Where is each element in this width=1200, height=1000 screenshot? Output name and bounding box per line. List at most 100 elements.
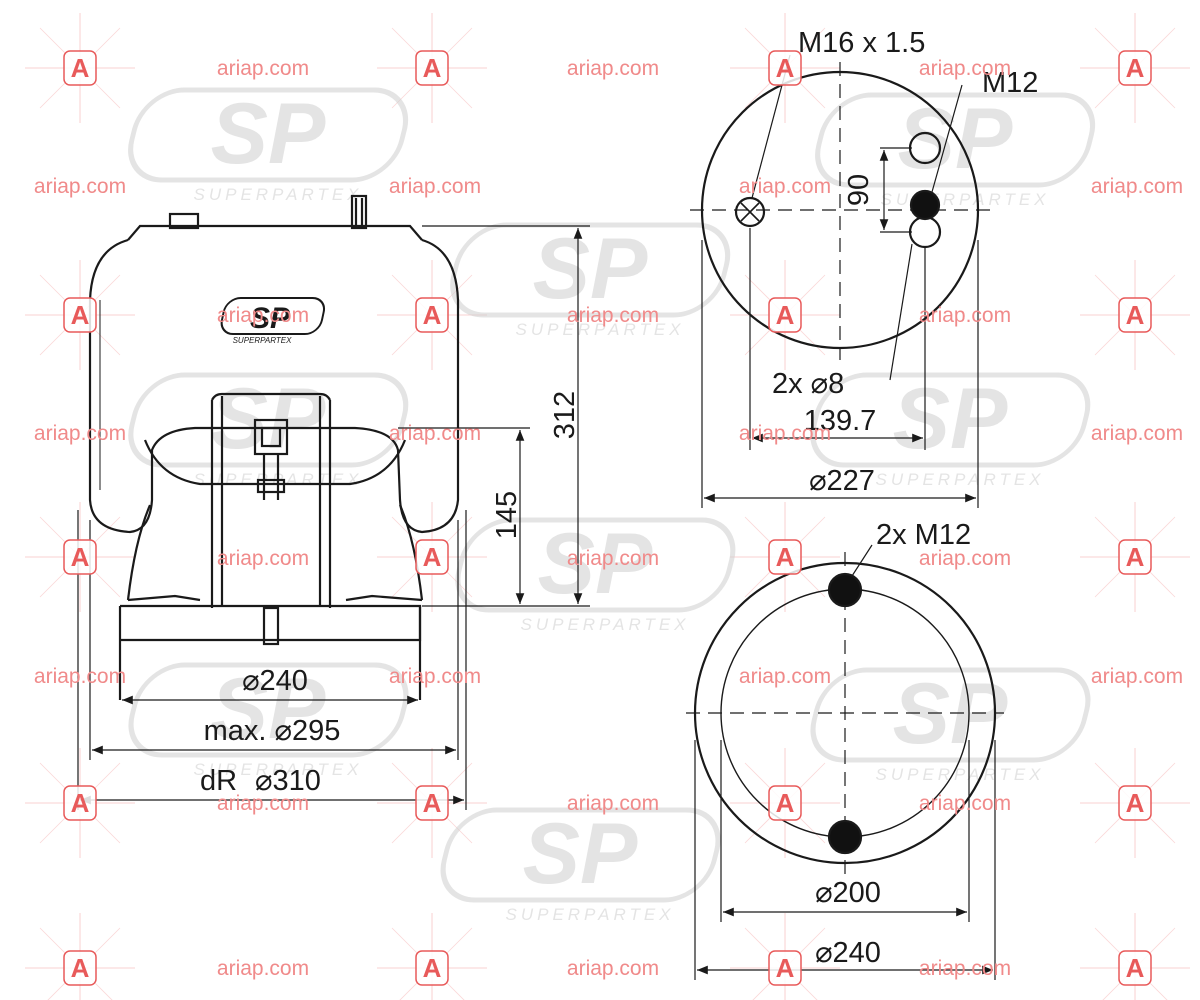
watermark-badge-letter: A (71, 53, 90, 83)
spacing-label: 90 (843, 174, 875, 206)
watermark-badge-letter: A (423, 788, 442, 818)
top-view-dimensions (701, 54, 979, 508)
watermark-badge-letter: A (71, 953, 90, 983)
watermark-text: ariap.com (217, 792, 309, 815)
watermark-text: ariap.com (739, 175, 831, 198)
watermark-badge-icon (1118, 539, 1152, 575)
watermark-badge-letter: A (1126, 53, 1145, 83)
piston (210, 392, 332, 608)
watermark-badge-letter: A (776, 542, 795, 572)
bellows-inner (143, 439, 407, 486)
watermark-badge-letter: A (1126, 788, 1145, 818)
product-logo: SP SUPERPARTEX (220, 297, 326, 345)
m12-hole (909, 189, 941, 221)
watermark-badge-icon (415, 950, 449, 986)
roll-diameter-label: ⌀310 (255, 765, 321, 797)
watermark-badge-icon (1118, 50, 1152, 86)
sp-logo-mark: SP (533, 221, 648, 317)
watermark-badge-icon (63, 297, 97, 333)
watermark-text: ariap.com (919, 957, 1011, 980)
watermark-badge-icon (768, 785, 802, 821)
watermark-text: ariap.com (34, 665, 126, 688)
watermark-badge-letter: A (1126, 953, 1145, 983)
bottom-diameter-label: ⌀240 (815, 937, 881, 969)
top-stud-left (168, 212, 200, 230)
watermark-badge-letter: A (423, 300, 442, 330)
sp-logo-subtitle: SUPERPARTEX (875, 765, 1044, 784)
sp-logo-subtitle: SUPERPARTEX (193, 185, 362, 204)
bottom-view-labels: 2x M12 ⌀200 ⌀240 (815, 519, 971, 969)
top-view (690, 62, 992, 360)
base-plate (120, 604, 422, 642)
bolt-circle-label: ⌀200 (815, 877, 881, 909)
bottom-bolt-upper (827, 572, 863, 608)
watermark-text: ariap.com (567, 304, 659, 327)
watermark-badge-icon (415, 785, 449, 821)
watermark-text: ariap.com (217, 57, 309, 80)
watermark-text: ariap.com (919, 547, 1011, 570)
pin-hole-lower (908, 215, 942, 249)
bottom-stud (262, 606, 280, 646)
offset-label: 139.7 (804, 405, 877, 437)
sp-logo-subtitle: SUPERPARTEX (880, 190, 1049, 209)
watermark-badge-icon (63, 539, 97, 575)
sp-logo-subtitle: SUPERPARTEX (193, 760, 362, 779)
logo-watermark-layer: SPSUPERPARTEXSPSUPERPARTEXSPSUPERPARTEXS… (128, 86, 1096, 924)
watermark-text: ariap.com (1091, 422, 1183, 445)
bottom-view-dimensions (694, 544, 996, 980)
sp-logo-mark: SP (523, 806, 638, 902)
bellows-outer (88, 238, 460, 534)
watermark-badge-icon (768, 539, 802, 575)
watermark-text: ariap.com (217, 547, 309, 570)
watermark-badge-letter: A (776, 788, 795, 818)
roll-diameter-prefix: dR (200, 765, 237, 797)
height-piston-label: 145 (491, 491, 523, 539)
watermark-badge-letter: A (423, 53, 442, 83)
watermark-badge-letter: A (71, 542, 90, 572)
watermark-badge-letter: A (423, 953, 442, 983)
watermark-badge-letter: A (776, 53, 795, 83)
sp-logo-watermark: SP SUPERPARTEX (455, 516, 736, 634)
watermark-badge-letter: A (71, 788, 90, 818)
center-bolt (253, 418, 289, 456)
watermark-text: ariap.com (389, 665, 481, 688)
sp-logo-mark: SP (211, 86, 326, 182)
watermark-badge-icon (415, 539, 449, 575)
watermark-text: ariap.com (34, 422, 126, 445)
top-diameter-label: ⌀227 (809, 465, 875, 497)
sp-logo-subtitle: SUPERPARTEX (520, 615, 689, 634)
watermark-text: ariap.com (919, 57, 1011, 80)
sp-logo-watermark: SP SUPERPARTEX (128, 661, 409, 779)
watermark-text: ariap.com (919, 792, 1011, 815)
product-logo-mark: SP (250, 302, 291, 335)
air-connection-hole (734, 196, 766, 228)
holes-label: 2x ⌀8 (772, 368, 844, 400)
top-stud-right (350, 194, 368, 230)
watermark-badge-icon (415, 50, 449, 86)
watermark-text: ariap.com (34, 175, 126, 198)
watermark-text: ariap.com (567, 57, 659, 80)
watermark-badge-icon (768, 50, 802, 86)
product-logo-subtitle: SUPERPARTEX (233, 336, 292, 345)
watermark-badge-letter: A (1126, 542, 1145, 572)
watermark-text: ariap.com (217, 957, 309, 980)
watermark-text: ariap.com (567, 547, 659, 570)
watermark-text: ariap.com (389, 422, 481, 445)
watermark-badge-letter: A (423, 542, 442, 572)
height-total-label: 312 (549, 391, 581, 439)
sp-logo-mark: SP (898, 91, 1013, 187)
bottom-threads-label: 2x M12 (876, 519, 971, 551)
watermark-badge-icon (768, 950, 802, 986)
watermark-badge-letter: A (776, 953, 795, 983)
side-view-labels: 312 145 ⌀240 max. ⌀295 dR ⌀310 (200, 391, 581, 797)
sp-logo-mark: SP (211, 661, 326, 757)
side-view-dimensions (77, 225, 590, 810)
sp-logo-subtitle: SUPERPARTEX (515, 320, 684, 339)
sp-logo-mark: SP (538, 516, 653, 612)
sp-logo-mark: SP (893, 371, 1008, 467)
